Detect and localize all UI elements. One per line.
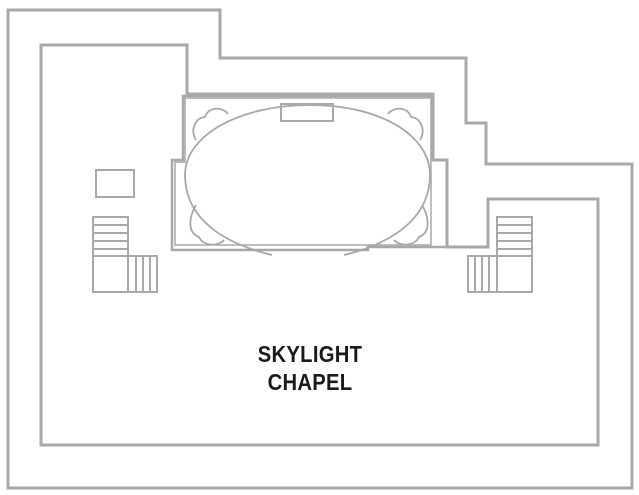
dome-outline <box>184 104 431 256</box>
left-console <box>95 169 135 198</box>
room-label-line2: CHAPEL <box>267 369 353 395</box>
left-stairs <box>92 169 158 293</box>
vent-box <box>280 103 334 122</box>
lobe-bottom-left <box>189 204 225 246</box>
outer-wall <box>6 8 634 490</box>
skylight <box>170 94 449 256</box>
lobe-top-left <box>192 107 229 141</box>
room-label-line1: SKYLIGHT <box>257 341 363 367</box>
right-stairs <box>467 216 533 293</box>
lobe-top-right <box>387 107 424 141</box>
lobe-bottom-right <box>393 204 429 246</box>
room-label: SKYLIGHT CHAPEL <box>222 340 398 396</box>
skylight-frame <box>174 97 432 246</box>
